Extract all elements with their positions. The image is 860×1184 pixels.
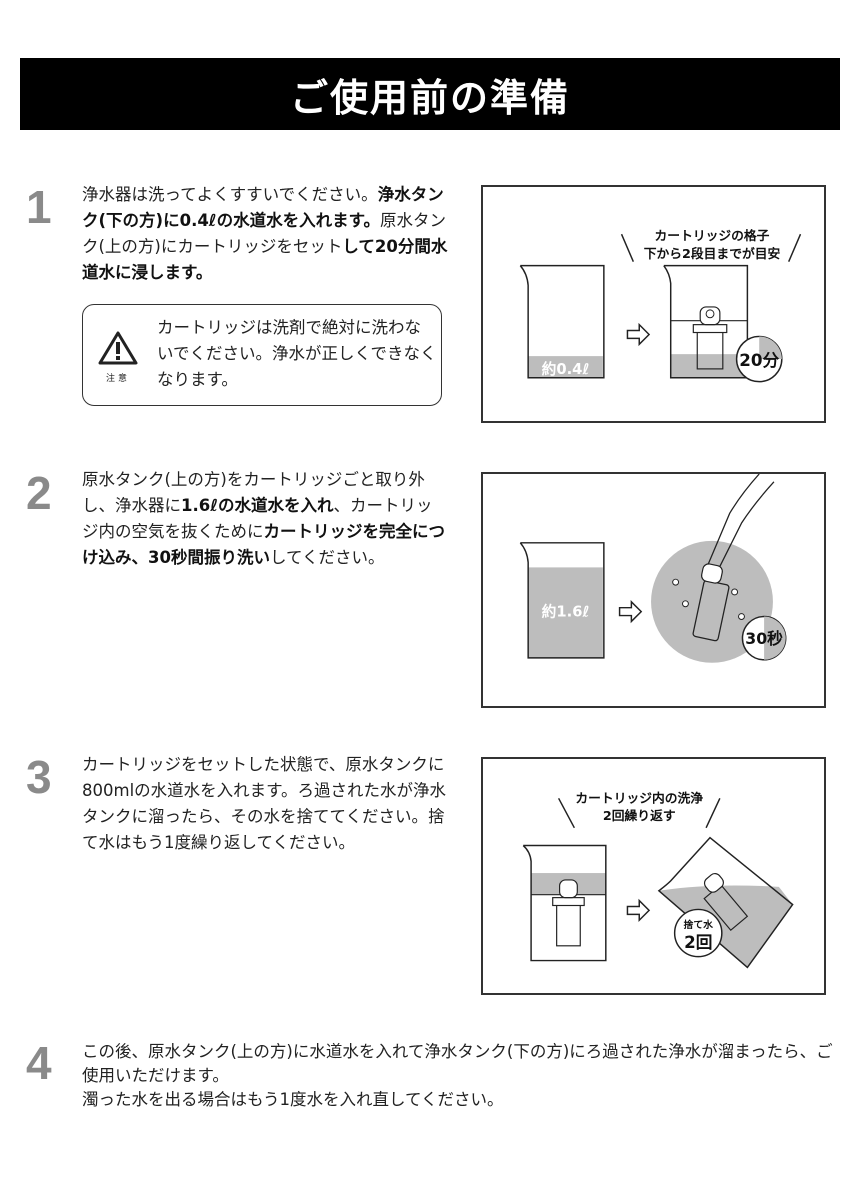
step-number-1: 1 — [26, 181, 52, 233]
timer-label: 30秒 — [745, 629, 783, 648]
shaking-cartridge-icon — [651, 474, 775, 663]
caution-label: 注意 — [105, 374, 130, 384]
timer-label: 20分 — [739, 350, 779, 370]
step-4-paragraph: この後、原水タンク(上の方)に水道水を入れて浄水タンク(下の方)にろ過された浄水… — [82, 1042, 833, 1085]
step-number-3: 3 — [26, 751, 52, 803]
badge-line1: 捨て水 — [683, 918, 713, 931]
illus-caption-line1: カートリッジ内の洗浄 — [575, 790, 703, 806]
text-segment-bold: 浄水タンク(下の方)に0.4ℓの水道水を入れます。 — [82, 185, 444, 230]
text-segment: カートリッジをセットした状態で、原水タンクに800mlの水道水を入れます。ろ過さ… — [82, 755, 447, 852]
discard-count-badge — [673, 908, 723, 958]
illus-caption-line2: 下から2段目までが目安 — [644, 246, 781, 262]
step-2-text: 原水タンク(上の方)をカートリッジごと取り外し、浄水器に1.6ℓの水道水を入れ、… — [82, 467, 448, 571]
water-pitcher-icon — [522, 844, 607, 962]
text-segment: 浄水器は洗ってよくすすいでください。 — [82, 185, 378, 204]
text-segment: してください。 — [269, 548, 385, 567]
illus-caption-line1: カートリッジの格子 — [655, 228, 770, 244]
step-number-4: 4 — [26, 1037, 52, 1089]
caution-box: 注意 カートリッジは洗剤で絶対に洗わないでください。浄水が正しくできなくなります… — [82, 304, 442, 406]
text-segment-bold: して20分間水道水に浸します。 — [82, 237, 448, 282]
step-3-illustration: カートリッジ内の洗浄 2回繰り返す 捨て水 2回 — [481, 757, 826, 995]
page-title: ご使用前の準備 — [20, 58, 840, 130]
illus-caption-line2: 2回繰り返す — [603, 808, 676, 824]
arrow-right-icon — [618, 600, 643, 624]
caution-text: カートリッジは洗剤で絶対に洗わないでください。浄水が正しくできなくなります。 — [157, 318, 437, 389]
water-pitcher-icon — [663, 264, 749, 379]
arrow-right-icon — [626, 898, 651, 923]
step-3-text: カートリッジをセットした状態で、原水タンクに800mlの水道水を入れます。ろ過さ… — [82, 752, 448, 856]
measuring-cup-icon — [519, 542, 605, 659]
text-segment-bold: カートリッジを完全につけ込み、30秒間振り洗い — [82, 522, 445, 567]
warning-icon: 注意 — [97, 331, 139, 384]
step-number-2: 2 — [26, 467, 52, 519]
step-2-illustration: 約1.6ℓ 30秒 — [481, 472, 826, 708]
badge-line2: 2回 — [684, 932, 712, 952]
step-4-text: この後、原水タンク(上の方)に水道水を入れて浄水タンク(下の方)にろ過された浄水… — [82, 1040, 842, 1112]
step-4-paragraph: 濁った水を出る場合はもう1度水を入れ直してください。 — [82, 1090, 504, 1109]
measuring-cup-icon — [519, 264, 605, 379]
timer-icon — [741, 615, 787, 661]
text-segment: 原水タンク(上の方)をカートリッジごと取り外し、浄水器に — [82, 470, 425, 515]
text-segment: 原水タンク(上の方)にカートリッジをセット — [82, 211, 446, 256]
step-1-text: 浄水器は洗ってよくすすいでください。浄水タンク(下の方)に0.4ℓの水道水を入れ… — [82, 182, 448, 286]
timer-icon — [735, 335, 783, 383]
volume-label: 約0.4ℓ — [542, 360, 590, 378]
volume-label: 約1.6ℓ — [542, 603, 590, 621]
text-segment: 、カートリッジ内の空気を抜くために — [82, 496, 433, 541]
arrow-right-icon — [626, 322, 651, 347]
step-1-illustration: カートリッジの格子 下から2段目までが目安 約0.4ℓ 20分 — [481, 185, 826, 423]
tilted-pitcher-icon — [657, 836, 794, 969]
text-segment-bold: 1.6ℓの水道水を入れ — [181, 496, 334, 515]
